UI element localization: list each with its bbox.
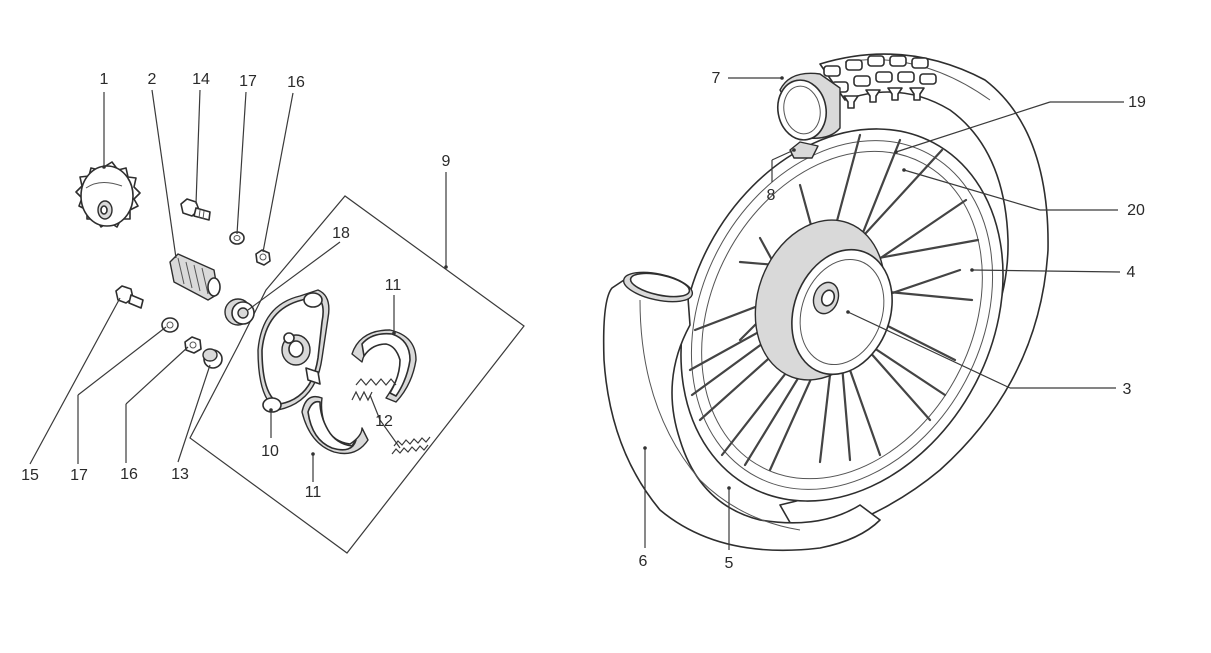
tyre-tread xyxy=(823,55,937,109)
rim-tape-part-8 xyxy=(789,141,819,159)
bolt-part-15 xyxy=(115,285,144,309)
callout-14: 14 xyxy=(192,71,210,88)
callout-13: 13 xyxy=(171,466,189,483)
callout-20: 20 xyxy=(1127,202,1145,219)
callout-11-lower: 11 xyxy=(305,484,322,501)
bearing-part-18 xyxy=(224,298,255,326)
hub-part-3 xyxy=(754,219,893,381)
brake-shoe-part-11-upper xyxy=(351,329,417,403)
callout-6: 6 xyxy=(639,553,648,570)
nut-part-16-top xyxy=(255,249,271,266)
callout-2: 2 xyxy=(148,71,157,88)
callout-17-bottom: 17 xyxy=(70,467,88,484)
callout-labels: 1 2 14 17 16 9 18 11 12 10 11 15 17 16 1… xyxy=(21,70,1146,572)
spring-part-12-a xyxy=(351,378,397,402)
callout-4: 4 xyxy=(1127,264,1136,281)
callout-8: 8 xyxy=(767,187,776,204)
washer-part-17-bottom xyxy=(161,317,179,333)
tyre-part-7 xyxy=(779,53,1049,541)
sprocket-part-1 xyxy=(75,161,141,228)
callout-3: 3 xyxy=(1123,381,1132,398)
spring-part-12-b xyxy=(391,436,431,455)
brake-group-outline xyxy=(189,195,525,554)
callout-7: 7 xyxy=(712,70,721,87)
tube-cap-part-7 xyxy=(776,72,841,141)
callout-12: 12 xyxy=(375,413,393,430)
leader-lines-left xyxy=(29,89,448,482)
bolt-part-14 xyxy=(180,198,211,221)
callout-16-bottom: 16 xyxy=(120,466,138,483)
callout-5: 5 xyxy=(725,555,734,572)
callout-10: 10 xyxy=(261,443,279,460)
spindle-part-2 xyxy=(169,253,221,301)
callout-11-upper: 11 xyxy=(385,277,402,294)
callout-16-top: 16 xyxy=(287,74,305,91)
inner-tube-part-5-6 xyxy=(602,271,881,552)
brake-plate-part-10 xyxy=(257,289,330,413)
leader-lines-right xyxy=(643,76,1124,550)
nut-part-16-bottom xyxy=(184,336,202,354)
callout-18: 18 xyxy=(332,225,350,242)
callout-1: 1 xyxy=(100,71,109,88)
callout-19: 19 xyxy=(1128,94,1146,111)
callout-17-top: 17 xyxy=(239,73,257,90)
spacer-part-13 xyxy=(202,348,223,369)
washer-part-17-top xyxy=(229,231,245,245)
callout-9: 9 xyxy=(442,153,451,170)
callout-15: 15 xyxy=(21,467,39,484)
brake-shoe-part-11-lower xyxy=(301,395,369,455)
